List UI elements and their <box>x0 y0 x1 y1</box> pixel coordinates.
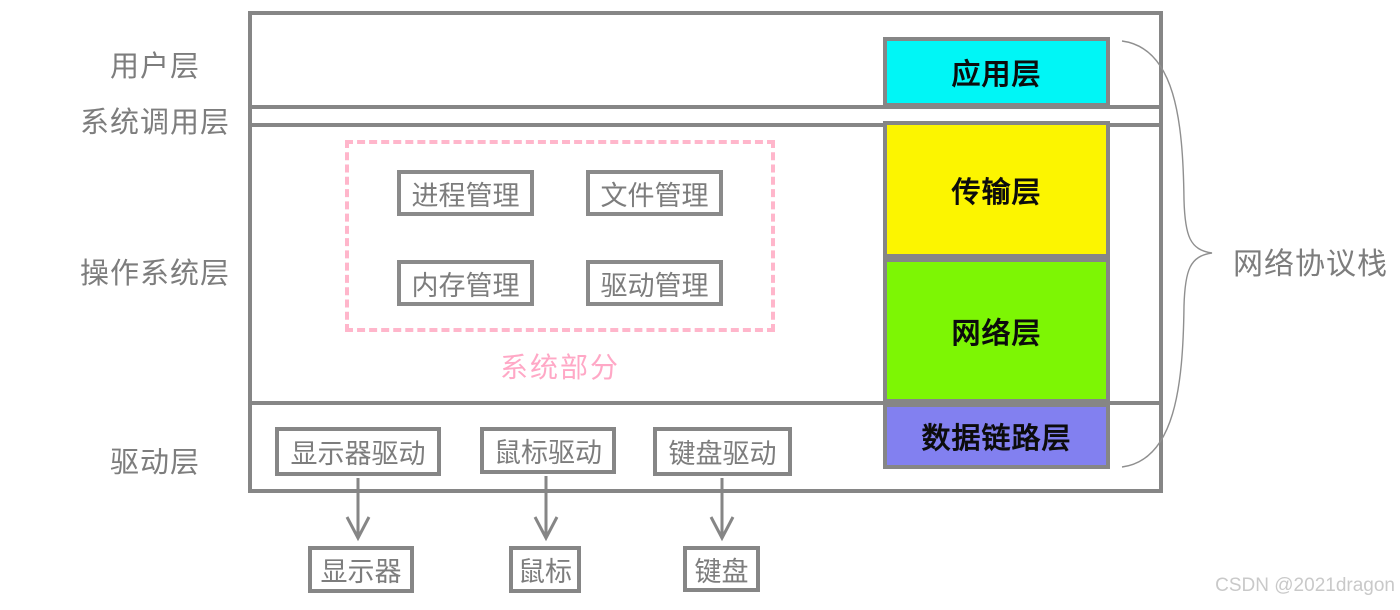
driver-layer-divider-line <box>252 401 1159 405</box>
device-keyboard: 键盘 <box>683 546 760 592</box>
kernel-dashed-group-box <box>345 140 775 332</box>
label-user-layer: 用户层 <box>109 51 200 83</box>
network-stack-brace-label: 网络协议栈 <box>1233 248 1388 281</box>
device-display: 显示器 <box>308 546 414 593</box>
driver-mouse: 鼠标驱动 <box>480 427 616 474</box>
module-process-management: 进程管理 <box>397 170 534 216</box>
stack-transport-layer: 传输层 <box>883 121 1110 258</box>
driver-keyboard: 键盘驱动 <box>653 427 792 476</box>
stack-application-layer: 应用层 <box>883 37 1110 107</box>
stack-network-layer: 网络层 <box>883 258 1110 403</box>
device-mouse: 鼠标 <box>509 546 581 593</box>
module-driver-management: 驱动管理 <box>586 260 723 306</box>
module-memory-management: 内存管理 <box>397 260 534 306</box>
label-driver-layer: 驱动层 <box>109 447 200 479</box>
stack-datalink-layer: 数据链路层 <box>883 403 1110 469</box>
label-os-layer: 操作系统层 <box>79 258 230 290</box>
label-syscall-layer: 系统调用层 <box>79 107 230 139</box>
watermark-text: CSDN @2021dragon <box>1215 575 1395 596</box>
syscall-band-bottom-line <box>252 123 1159 127</box>
driver-display: 显示器驱动 <box>275 427 441 476</box>
module-file-management: 文件管理 <box>586 170 723 216</box>
syscall-band-top-line <box>252 105 1159 109</box>
kernel-group-label: 系统部分 <box>499 353 620 384</box>
